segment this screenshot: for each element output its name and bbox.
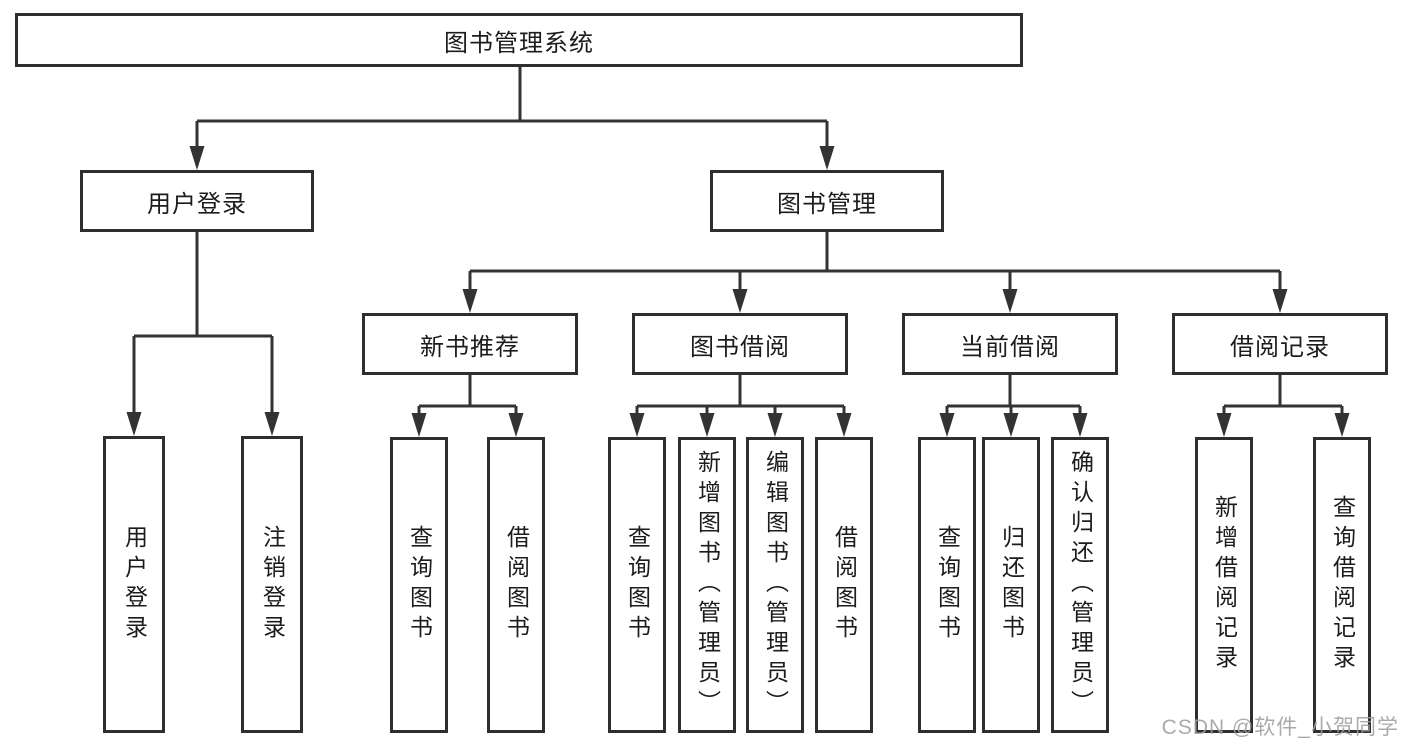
- node-label: 查询借阅记录: [1329, 495, 1356, 675]
- leaf-confirm-return-admin: 确认归还（管理员）: [1051, 437, 1109, 733]
- node-label: 查询图书: [934, 525, 961, 645]
- leaf-edit-books-admin: 编辑图书（管理员）: [746, 437, 804, 733]
- leaf-query-books-recommend: 查询图书: [390, 437, 448, 733]
- leaf-borrow-books: 借阅图书: [815, 437, 873, 733]
- node-label: 借阅图书: [503, 525, 530, 645]
- node-book-management: 图书管理: [710, 170, 944, 232]
- node-label: 借阅图书: [831, 525, 858, 645]
- node-new-book-recommend: 新书推荐: [362, 313, 578, 375]
- node-user-login: 用户登录: [80, 170, 314, 232]
- node-label: 编辑图书（管理员）: [762, 450, 789, 720]
- leaf-user-login: 用户登录: [103, 436, 165, 733]
- node-label: 图书借阅: [690, 333, 790, 361]
- leaf-query-books-current: 查询图书: [918, 437, 976, 733]
- node-label: 用户登录: [121, 524, 148, 645]
- node-label: 图书管理系统: [444, 29, 594, 57]
- leaf-return-books: 归还图书: [982, 437, 1040, 733]
- node-label: 确认归还（管理员）: [1067, 450, 1094, 720]
- csdn-watermark: CSDN @软件_小贺同学: [1161, 716, 1399, 739]
- node-label: 查询图书: [624, 525, 651, 645]
- node-book-borrow: 图书借阅: [632, 313, 848, 375]
- node-label: 用户登录: [147, 190, 247, 218]
- node-label: 归还图书: [998, 525, 1025, 645]
- leaf-add-books-admin: 新增图书（管理员）: [678, 437, 736, 733]
- node-label: 当前借阅: [960, 333, 1060, 361]
- node-borrow-records: 借阅记录: [1172, 313, 1388, 375]
- node-library-system: 图书管理系统: [15, 13, 1023, 67]
- leaf-query-books-borrow: 查询图书: [608, 437, 666, 733]
- node-label: 新书推荐: [420, 333, 520, 361]
- leaf-add-borrow-record: 新增借阅记录: [1195, 437, 1253, 733]
- leaf-logout: 注销登录: [241, 436, 303, 733]
- node-label: 借阅记录: [1230, 333, 1330, 361]
- node-label: 图书管理: [777, 190, 877, 218]
- arrowheads: [126, 146, 1350, 437]
- node-label: 新增图书（管理员）: [694, 450, 721, 720]
- node-label: 新增借阅记录: [1211, 495, 1238, 675]
- leaf-borrow-books-recommend: 借阅图书: [487, 437, 545, 733]
- node-label: 查询图书: [406, 525, 433, 645]
- connector-lines: [132, 67, 1344, 417]
- node-label: 注销登录: [259, 524, 286, 645]
- leaf-query-borrow-record: 查询借阅记录: [1313, 437, 1371, 733]
- node-current-borrow: 当前借阅: [902, 313, 1118, 375]
